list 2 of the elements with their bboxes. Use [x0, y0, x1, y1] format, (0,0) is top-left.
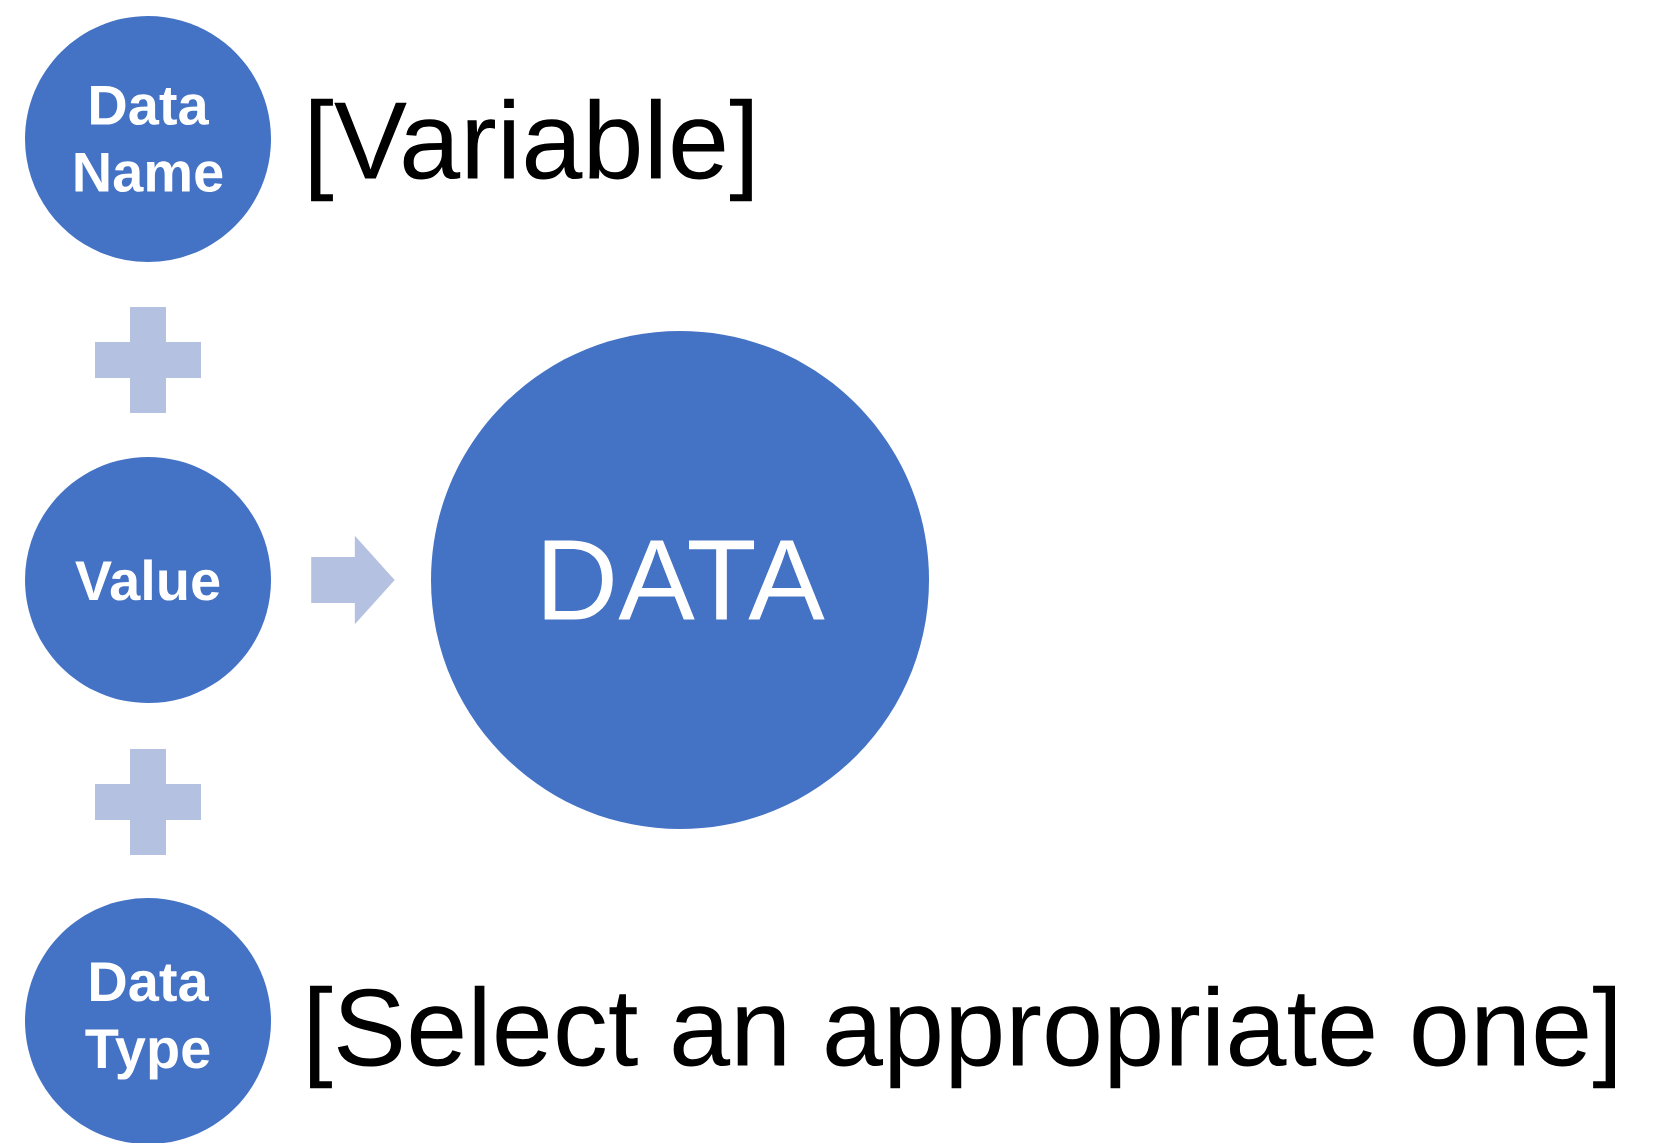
bracket-text: [Variable]: [311, 98, 752, 202]
bracket-text: [Select an appropriate one]: [310, 985, 1615, 1089]
